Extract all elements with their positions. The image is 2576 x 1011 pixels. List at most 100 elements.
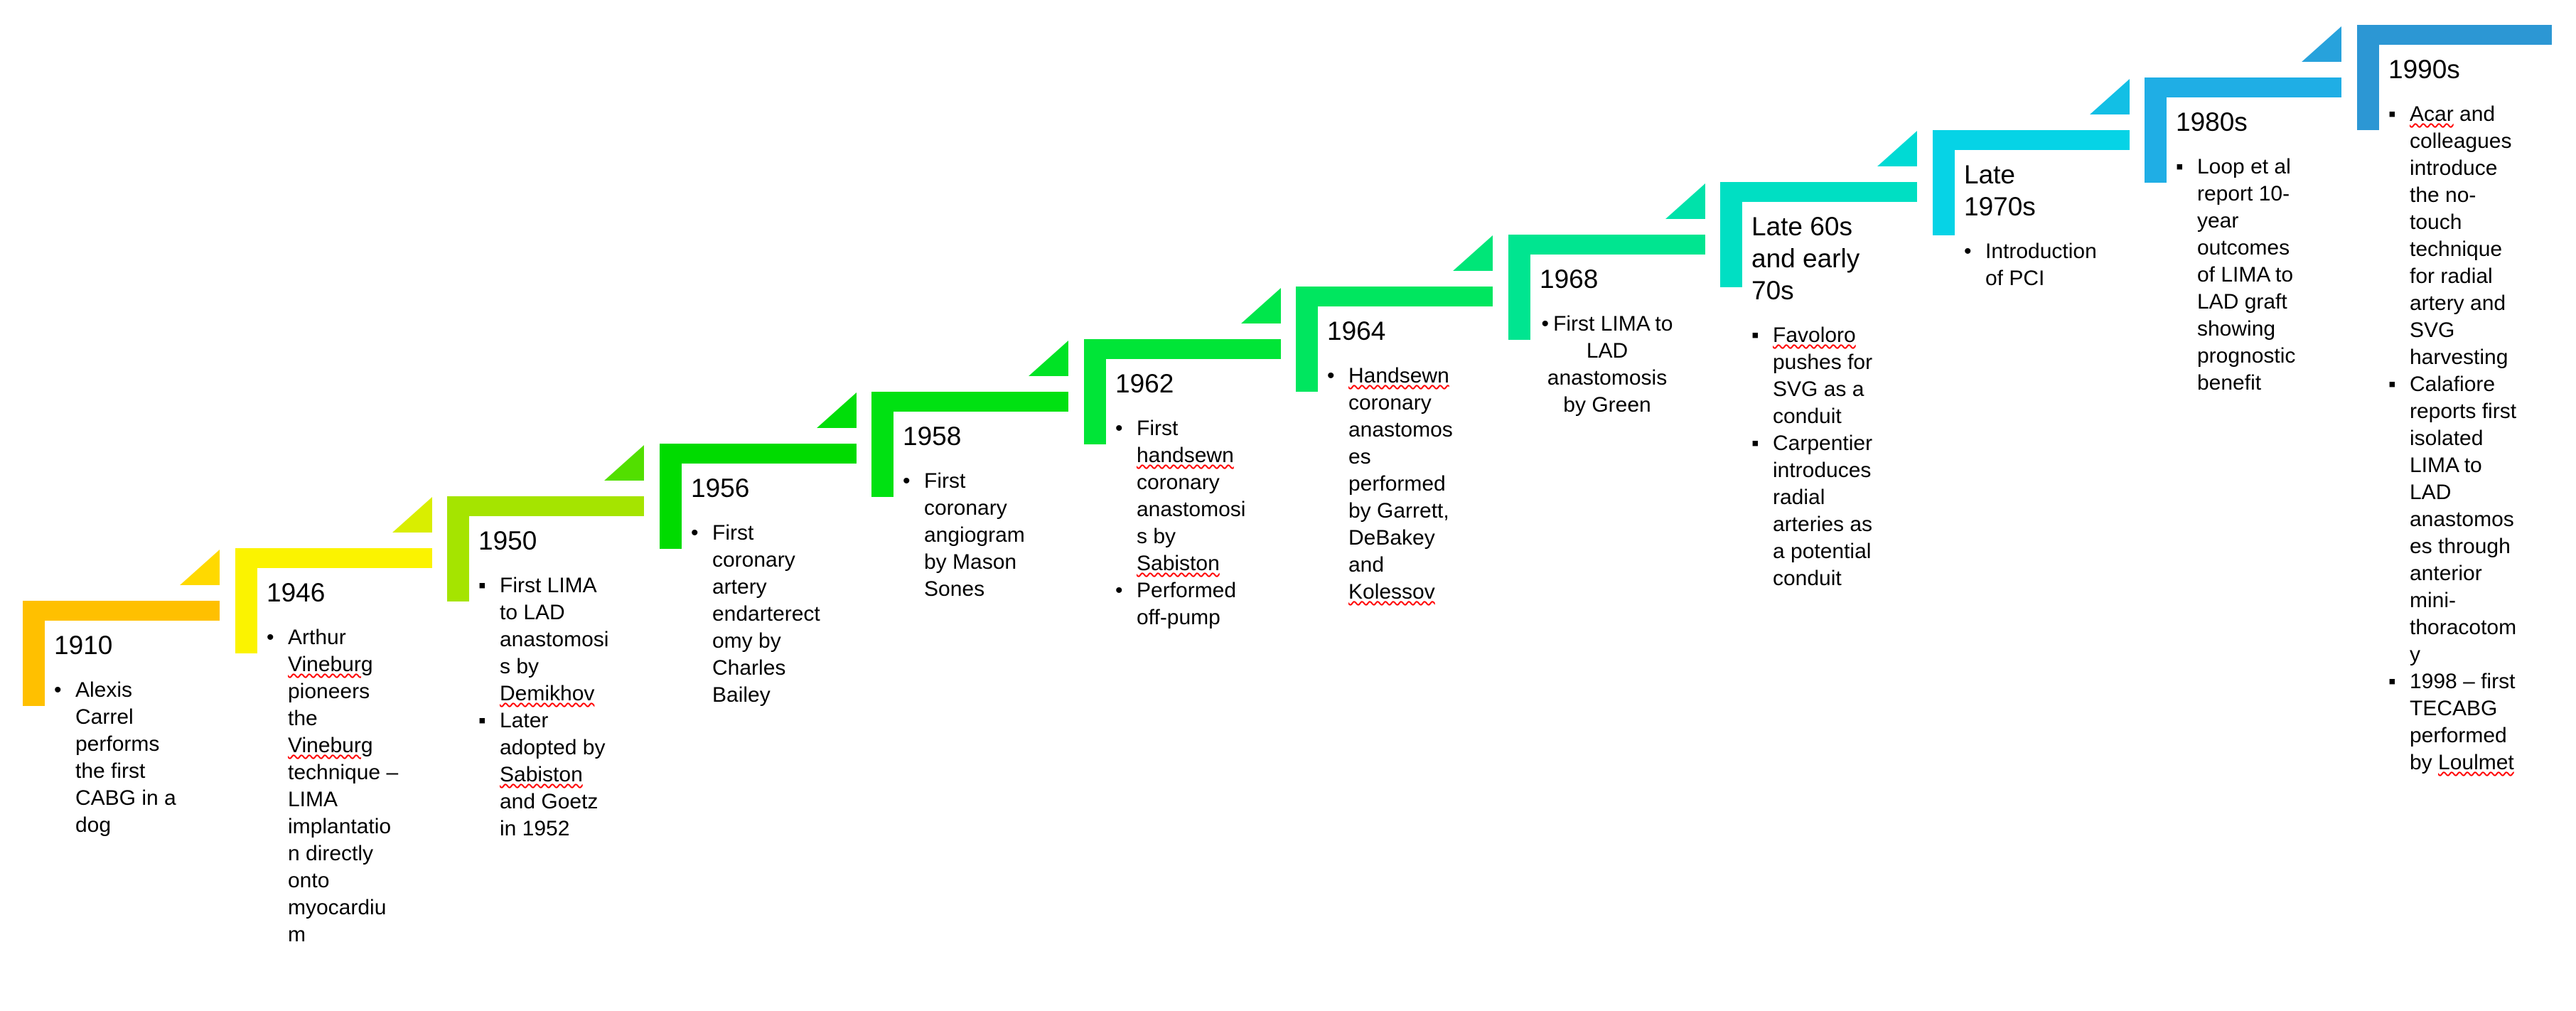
step-leg <box>660 444 682 549</box>
step-year-label: 1950 <box>478 526 537 555</box>
step-up-triangle <box>1665 183 1705 219</box>
step-bullet: •First LIMA to LAD anastomosis by Green <box>1540 311 1675 419</box>
step-year-label: 1946 <box>267 578 326 607</box>
bullet-marker: • <box>54 678 62 702</box>
step-bar <box>447 496 644 516</box>
step-bar <box>660 444 857 464</box>
step-leg <box>2145 77 2167 183</box>
step-bullet: • Alexis Carrel performs the first CABG i… <box>54 677 189 839</box>
step-bullet-list: •Arthur Vineburg pioneers the Vineburg t… <box>267 624 402 948</box>
step-bullet: • First coronary artery endarterectomy by… <box>691 520 826 709</box>
step-text-block: 1964•Handsewn coronary anastomoses perfo… <box>1327 315 1462 606</box>
bullet-marker: ▪ <box>2388 102 2396 126</box>
step-bullet-list: •First coronary angiogram by Mason Sones <box>903 468 1038 603</box>
spellcheck-underline: Vineburg <box>288 653 373 676</box>
bullet-text: Carpentier introduces radial arteries as… <box>1773 432 1873 590</box>
bullet-marker: • <box>1964 240 1972 263</box>
step-bullet: •Arthur Vineburg pioneers the Vineburg t… <box>267 624 402 948</box>
step-bullet: ▪ First LIMA to LAD anastomosis by Demikh… <box>478 572 613 707</box>
step-bar <box>1508 235 1705 255</box>
bullet-text: First coronary artery endarterectomy by … <box>712 521 820 707</box>
step-bullet: ▪ Calafiore reports first isolated LIMA t… <box>2388 371 2523 668</box>
step-bullet-list: ▪ Favoloro pushes for SVG as a conduit▪ Ca… <box>1751 322 1887 592</box>
step-up-triangle <box>180 550 220 585</box>
bullet-marker: ▪ <box>2176 155 2184 178</box>
step-text-block: 1910 • Alexis Carrel performs the first CA… <box>54 629 189 839</box>
step-bullet: • Introduction of PCI <box>1964 238 2099 292</box>
step-bar <box>871 392 1068 412</box>
bullet-marker: • <box>691 521 699 545</box>
step-year-label: 1956 <box>691 474 750 503</box>
bullet-text: Calafiore reports first isolated LIMA to… <box>2410 373 2517 666</box>
step-text-block: 1962 • First handsewn coronary anastomosis… <box>1115 368 1250 631</box>
step-text-block: 1946 •Arthur Vineburg pioneers the Vinebu… <box>267 577 402 948</box>
bullet-marker: • <box>1115 417 1123 440</box>
step-bullet: ▪ Carpentier introduces radial arteries a… <box>1751 430 1887 592</box>
step-bullet: ▪Later adopted by Sabiston and Goetz in … <box>478 707 613 842</box>
spellcheck-underline: Demikhov <box>500 682 595 705</box>
bullet-text: First LIMA to LAD anastomosis by Demikho… <box>500 574 609 705</box>
step-leg <box>1084 339 1106 444</box>
step-year-label: 1962 <box>1115 369 1174 398</box>
step-up-triangle <box>817 392 857 428</box>
step-up-triangle <box>1241 288 1281 323</box>
bullet-marker: • <box>1327 364 1335 387</box>
bullet-marker: • <box>267 626 274 649</box>
bullet-marker: ▪ <box>478 574 486 597</box>
bullet-text: Acar and colleagues introduce the no-tou… <box>2410 102 2512 369</box>
step-year-label: Late 1970s <box>1964 160 2036 221</box>
step-bullet-list: • Introduction of PCI <box>1964 238 2099 292</box>
step-bullet-list: • First coronary artery endarterectomy by… <box>691 520 826 709</box>
bullet-marker: ▪ <box>2388 373 2396 396</box>
step-bullet: ▪ Loop et al report 10-year outcomes of L… <box>2176 154 2311 397</box>
bullet-text: Later adopted by Sabiston and Goetz in 1… <box>500 709 606 840</box>
step-bullet: ▪ Acar and colleagues introduce the no-to… <box>2388 101 2523 371</box>
step-bar <box>1720 182 1917 202</box>
step-bullet: • Handsewn coronary anastomoses performed… <box>1327 363 1462 606</box>
step-leg <box>1720 182 1742 287</box>
step-year-label: 1910 <box>54 631 113 660</box>
bullet-marker: • <box>1541 312 1550 336</box>
bullet-text: Handsewn coronary anastomoses performed … <box>1348 364 1453 604</box>
step-up-triangle <box>1453 235 1493 271</box>
step-text-block: 1980s▪Loop et al report 10-year outcomes… <box>2176 106 2311 397</box>
bullet-text: Performed off-pump <box>1137 579 1237 629</box>
bullet-marker: ▪ <box>2388 670 2396 693</box>
step-leg <box>447 496 469 601</box>
bullet-text: First handsewn coronary anastomosis by S… <box>1137 417 1246 575</box>
step-text-block: Late 60s and early 70s ▪ Favoloro pushes f… <box>1751 210 1887 592</box>
step-up-triangle <box>1029 341 1068 376</box>
step-bullet-list: ▪ Loop et al report 10-year outcomes of L… <box>2176 154 2311 397</box>
bullet-marker: ▪ <box>1751 432 1759 455</box>
step-year-label: Late 60s and early 70s <box>1751 212 1860 305</box>
spellcheck-underline: Handsewn <box>1348 364 1449 387</box>
step-bar <box>1084 339 1281 359</box>
step-leg <box>1508 235 1530 340</box>
spellcheck-underline: Acar <box>2410 102 2454 126</box>
step-bullet-list: ▪ First LIMA to LAD anastomosis by Demikh… <box>478 572 613 842</box>
step-leg <box>871 392 893 497</box>
step-bullet-list: ▪ Acar and colleagues introduce the no-to… <box>2388 101 2523 776</box>
spellcheck-underline: Favoloro <box>1773 323 1856 347</box>
step-year-label: 1990s <box>2388 55 2460 84</box>
bullet-text: First LIMA to LAD anastomosis by Green <box>1547 312 1673 417</box>
bullet-marker: • <box>903 469 911 493</box>
bullet-marker: • <box>1115 579 1123 602</box>
step-year-label: 1968 <box>1540 264 1599 294</box>
bullet-text: Introduction of PCI <box>1985 240 2097 290</box>
step-bar <box>23 601 220 621</box>
step-up-triangle <box>604 445 644 481</box>
step-leg <box>2357 25 2379 130</box>
step-bullet-list: • Handsewn coronary anastomoses performed… <box>1327 363 1462 606</box>
step-bullet-list: • First handsewn coronary anastomosis by … <box>1115 415 1250 631</box>
bullet-text: Alexis Carrel performs the first CABG in… <box>75 678 176 837</box>
step-bar <box>1296 287 1493 306</box>
bullet-text: Favoloro pushes for SVG as a conduit <box>1773 323 1873 428</box>
step-text-block: Late 1970s • Introduction of PCI <box>1964 159 2099 292</box>
spellcheck-underline: Sabiston <box>1137 552 1220 575</box>
step-bullet: ▪1998 – first TECABG performed by Loulme… <box>2388 668 2523 776</box>
bullet-text: Loop et al report 10-year outcomes of LI… <box>2197 155 2296 395</box>
step-bullet-list: •First LIMA to LAD anastomosis by Green <box>1540 311 1675 419</box>
step-text-block: 1958•First coronary angiogram by Mason S… <box>903 420 1038 603</box>
spellcheck-underline: handsewn <box>1137 444 1234 467</box>
